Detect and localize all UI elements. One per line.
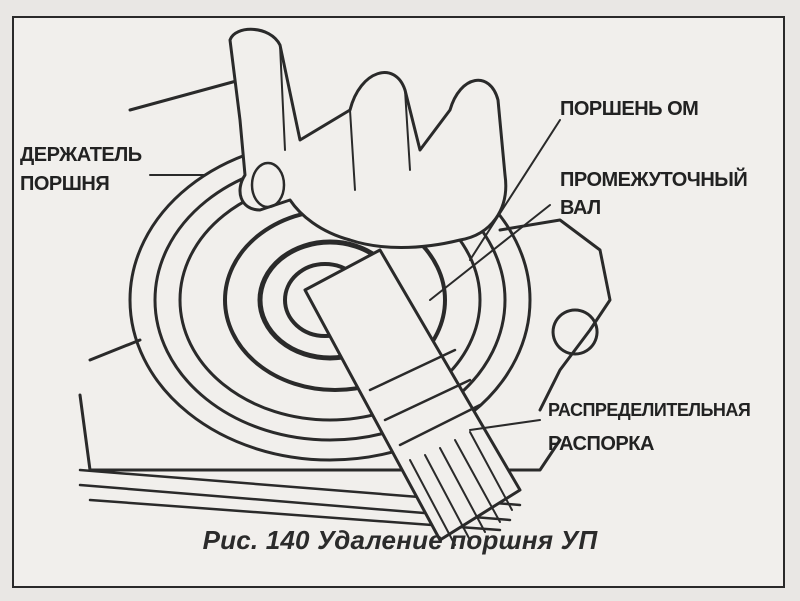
label-spacer-line1: РАСПРЕДЕЛИТЕЛЬНАЯ bbox=[548, 400, 751, 420]
intermediate-shaft bbox=[303, 248, 522, 542]
leader-piston bbox=[469, 119, 561, 261]
thumbnail bbox=[250, 161, 286, 209]
leader-shaft bbox=[429, 204, 551, 301]
hand-outline bbox=[228, 27, 508, 249]
label-shaft-line1: ПРОМЕЖУТОЧНЫЙ bbox=[560, 169, 748, 191]
label-shaft-line2: ВАЛ bbox=[560, 197, 601, 219]
right-housing bbox=[498, 218, 612, 412]
shaft-collar bbox=[368, 348, 482, 447]
leader-spacer bbox=[469, 419, 541, 431]
finger-lines bbox=[279, 44, 411, 191]
figure-caption: Рис. 140 Удаление поршня УП bbox=[202, 525, 598, 555]
label-piston: ПОРШЕНЬ ОМ bbox=[560, 98, 699, 120]
shaft-splines bbox=[409, 431, 513, 546]
label-spacer-line2: РАСПОРКА bbox=[548, 433, 654, 455]
label-holder-line1: ДЕРЖАТЕЛЬ bbox=[20, 144, 142, 166]
label-holder-line2: ПОРШНЯ bbox=[20, 173, 110, 195]
